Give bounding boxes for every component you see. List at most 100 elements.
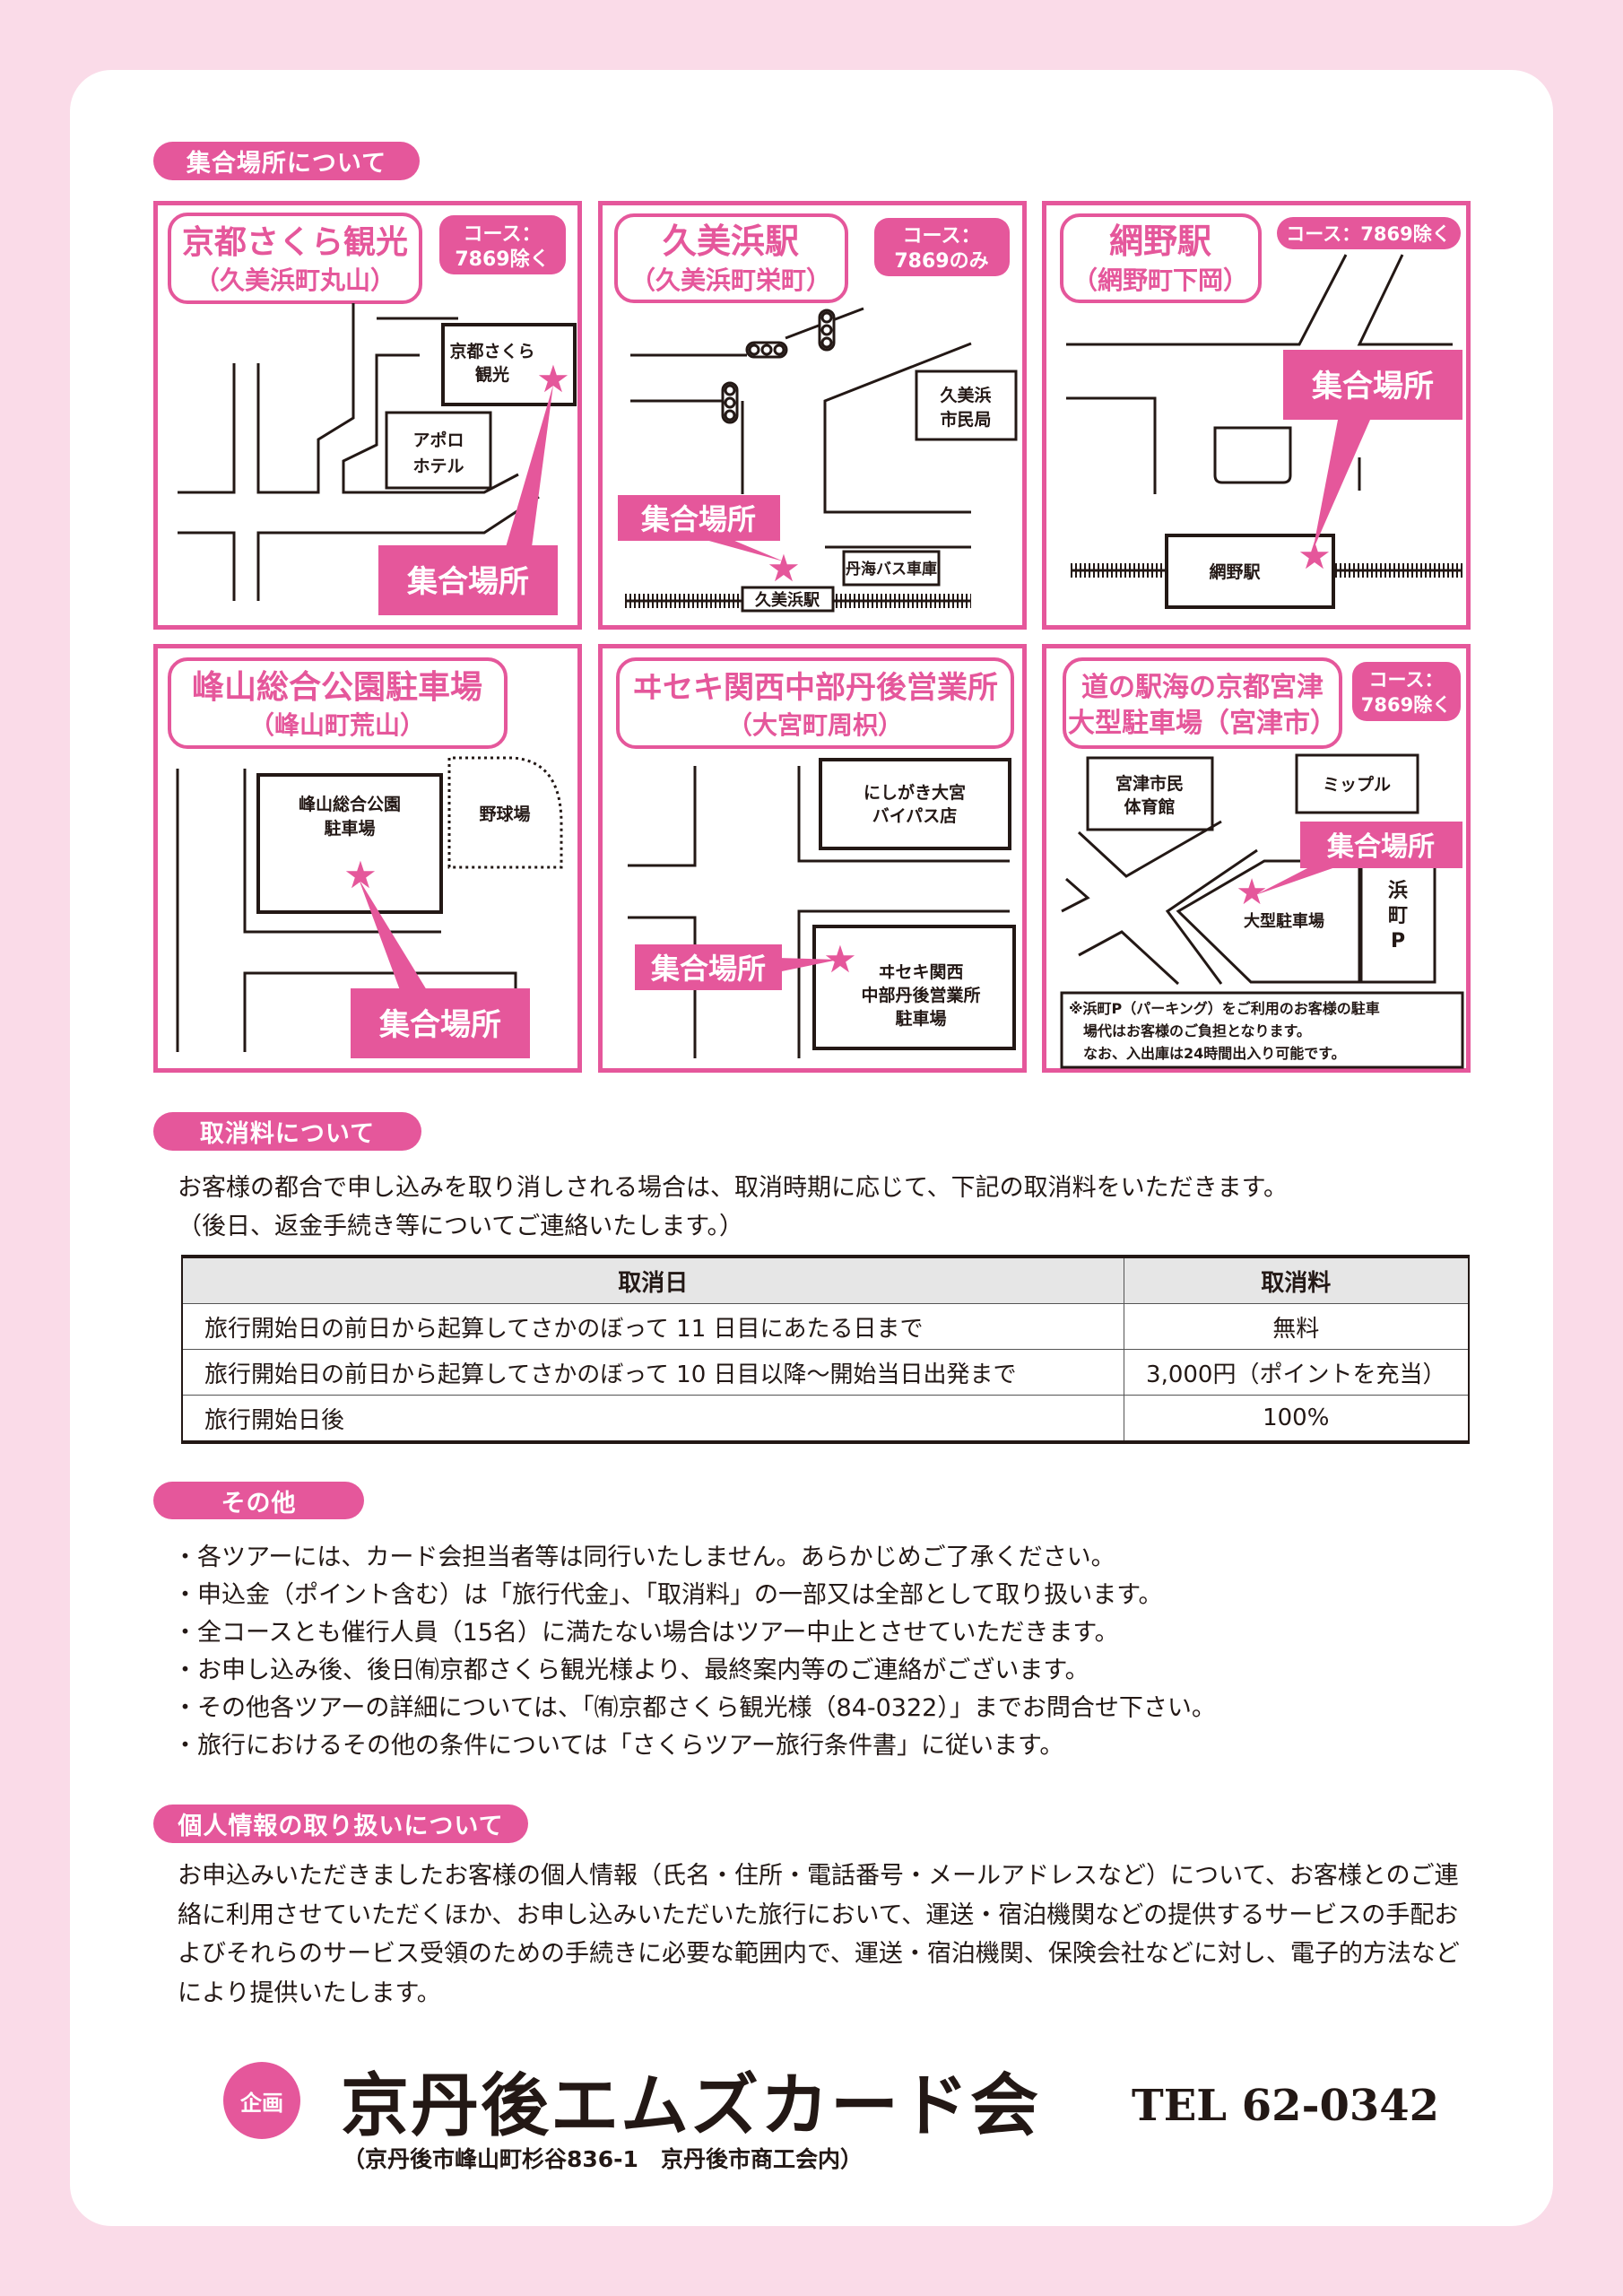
star-icon: ★ bbox=[343, 853, 378, 897]
parking-note-line: なお、入出庫は24時間出入り可能です。 bbox=[1083, 1045, 1346, 1062]
pointer bbox=[506, 385, 553, 547]
table-header-row: 取消日 取消料 bbox=[181, 1256, 1470, 1304]
cancel-intro: お客様の都合で申し込みを取り消しされる場合は、取消時期に応じて、下記の取消料をい… bbox=[178, 1174, 1288, 1202]
course-badge-line2: 7869除く bbox=[1361, 694, 1451, 716]
cancel-fee-cell: 3,000円（ポイントを充当） bbox=[1123, 1349, 1470, 1396]
cancel-date-cell: 旅行開始日後 bbox=[181, 1395, 1124, 1443]
star-icon: ★ bbox=[1236, 872, 1268, 913]
header-cancel-date: 取消日 bbox=[181, 1256, 1124, 1304]
pointer bbox=[706, 540, 784, 561]
road bbox=[797, 766, 1010, 863]
building-label: アポロ bbox=[412, 430, 464, 450]
place-name-box bbox=[168, 657, 508, 749]
place-name: 峰山総合公園駐車場 bbox=[192, 669, 482, 706]
pointer bbox=[359, 879, 427, 990]
phone-number: TEL 62-0342 bbox=[1132, 2081, 1440, 2131]
star-icon: ★ bbox=[1298, 534, 1332, 578]
meeting-label: 集合場所 bbox=[640, 502, 756, 536]
parking-lot bbox=[1176, 859, 1361, 984]
building-mipple bbox=[1295, 753, 1419, 814]
place-name-box bbox=[168, 213, 422, 304]
map-panel-iseki: ヰセキ関西中部丹後営業所 （大宮町周枳） にしがき大宮 バイパス店 ヰセキ関西 … bbox=[598, 644, 1027, 1073]
building-apollo-hotel bbox=[385, 411, 492, 490]
course-badge bbox=[439, 215, 566, 274]
baseball-field bbox=[447, 756, 563, 869]
table-row: 旅行開始日の前日から起算してさかのぼって 11 日目にあたる日まで 無料 bbox=[181, 1303, 1470, 1350]
pointer bbox=[1255, 866, 1338, 895]
building-label: 駐車場 bbox=[324, 818, 375, 839]
meeting-label-box bbox=[1283, 350, 1462, 420]
road bbox=[1061, 877, 1090, 913]
road bbox=[178, 363, 236, 494]
place-name-line2: 大型駐車場（宮津市） bbox=[1068, 708, 1337, 739]
place-name: 網野駅 bbox=[1109, 222, 1211, 261]
building-kumihama-office bbox=[915, 370, 1018, 441]
table-row: 旅行開始日の前日から起算してさかのぼって 10 日目以降〜開始当日出発まで 3,… bbox=[181, 1349, 1470, 1396]
road bbox=[256, 303, 355, 494]
map-panel-amino-station: 網野駅 （網野町下岡） コース：7869除く 網野駅 集合場所 ★ bbox=[1042, 201, 1471, 630]
road bbox=[1357, 254, 1453, 346]
table-row: 旅行開始日後 100% bbox=[181, 1395, 1470, 1443]
station-box bbox=[1165, 534, 1335, 609]
pointer bbox=[1313, 420, 1370, 551]
parking-note-line: 場代はお客様のご負担となります。 bbox=[1083, 1022, 1311, 1039]
planning-badge: 企画 bbox=[223, 2062, 300, 2139]
traffic-signal-icon bbox=[745, 341, 788, 359]
building-label: 峰山総合公園 bbox=[299, 794, 401, 814]
traffic-signal-icon bbox=[721, 381, 739, 424]
road bbox=[178, 531, 236, 601]
building-gym bbox=[1086, 756, 1214, 831]
meeting-label: 集合場所 bbox=[378, 1007, 501, 1043]
building-label: 丹海バス車庫 bbox=[846, 560, 937, 578]
course-badge-line1: コース： bbox=[464, 223, 542, 246]
meeting-label: 集合場所 bbox=[406, 564, 529, 600]
list-item: ・その他各ツアーの詳細については、「㈲京都さくら観光様（84-0322）」までお… bbox=[173, 1694, 1216, 1722]
building-label: ヰセキ関西 bbox=[878, 962, 963, 982]
road bbox=[1077, 820, 1222, 878]
place-name: 久美浜駅 bbox=[663, 222, 799, 261]
place-name-box bbox=[1060, 213, 1262, 303]
road bbox=[797, 909, 1010, 1058]
cancel-fee-cell: 無料 bbox=[1123, 1303, 1470, 1350]
map-panel-michi-no-eki-miyazu: 道の駅海の京都宮津 大型駐車場（宮津市） コース： 7869除く 宮津市民 体育… bbox=[1042, 644, 1471, 1073]
meeting-label: 集合場所 bbox=[1311, 369, 1434, 404]
building-label: バイパス店 bbox=[872, 805, 958, 826]
place-name-box bbox=[614, 213, 848, 303]
map-panel-kyoto-sakura: 京都さくら観光 （久美浜町丸山） コース： 7869除く 京都さくら 観光 アポ… bbox=[153, 201, 582, 630]
cancel-date-cell: 旅行開始日の前日から起算してさかのぼって 10 日目以降〜開始当日出発まで bbox=[181, 1349, 1124, 1396]
building-bus-depot bbox=[842, 550, 941, 587]
parking-note-line: ※浜町P（パーキング）をご利用のお客様の駐車 bbox=[1069, 1000, 1380, 1017]
place-name-line1: 道の駅海の京都宮津 bbox=[1081, 672, 1324, 703]
building-nishigaki bbox=[819, 758, 1011, 850]
road bbox=[1066, 254, 1348, 346]
place-area: （峰山町荒山） bbox=[249, 710, 425, 740]
course-badge bbox=[1352, 662, 1461, 721]
station-label: 久美浜駅 bbox=[755, 590, 820, 610]
road bbox=[628, 766, 697, 867]
building-label: 町 bbox=[1388, 905, 1408, 927]
meeting-label-box bbox=[1300, 822, 1462, 868]
section-label-cancellation: 取消料について bbox=[153, 1112, 421, 1151]
building-label: 京都さくら bbox=[449, 341, 534, 361]
place-area: （大宮町周枳） bbox=[727, 710, 903, 740]
place-name-box bbox=[1063, 657, 1342, 749]
cancellation-fee-table: 取消日 取消料 旅行開始日の前日から起算してさかのぼって 11 日目にあたる日ま… bbox=[181, 1255, 1470, 1444]
building-label: ホテル bbox=[412, 457, 464, 476]
building-label: 市民局 bbox=[940, 409, 991, 430]
map-panel-mineyama-park: 峰山総合公園駐車場 （峰山町荒山） 峰山総合公園 駐車場 野球場 ★ 集合場所 bbox=[153, 644, 582, 1073]
building-label: 久美浜 bbox=[940, 385, 991, 405]
place-area: （久美浜町丸山） bbox=[195, 265, 395, 295]
course-badge-line2: 7869のみ bbox=[894, 250, 988, 273]
list-item: ・全コースとも催行人員（15名）に満たない場合はツアー中止とさせていただきます。 bbox=[173, 1619, 1119, 1647]
building-label: 体育館 bbox=[1124, 796, 1175, 817]
road bbox=[243, 971, 517, 1052]
road bbox=[243, 769, 441, 934]
list-item: ・お申し込み後、後日㈲京都さくら観光様より、最終案内等のご連絡がございます。 bbox=[173, 1657, 1089, 1684]
section-label-privacy: 個人情報の取り扱いについて bbox=[153, 1805, 528, 1843]
building-label: ミップル bbox=[1323, 774, 1391, 795]
traffic-signal-icon bbox=[818, 309, 836, 352]
cancel-date-cell: 旅行開始日の前日から起算してさかのぼって 11 日目にあたる日まで bbox=[181, 1303, 1124, 1350]
course-badge bbox=[874, 218, 1010, 276]
road bbox=[342, 353, 519, 494]
block bbox=[1213, 426, 1292, 484]
